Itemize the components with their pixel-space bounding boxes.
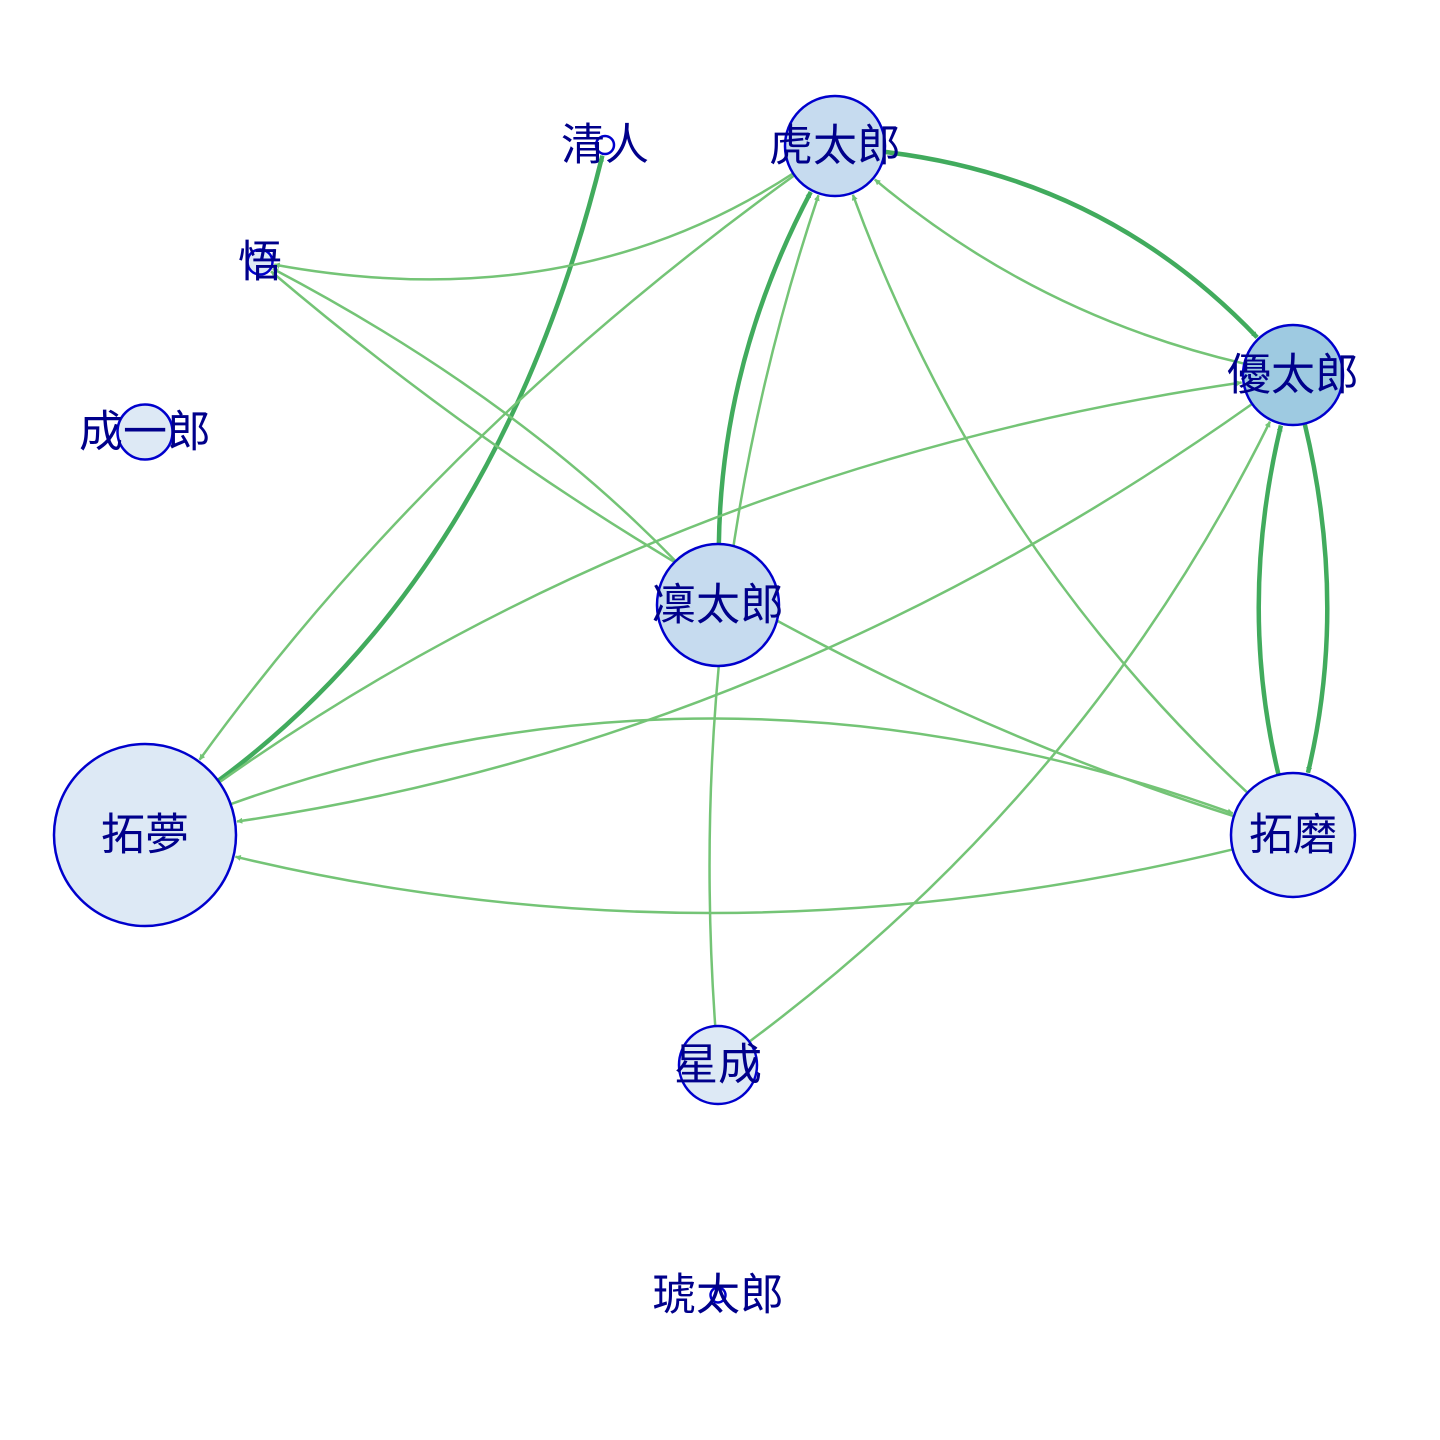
node-seiichiro: 成一郎 [79,403,211,461]
edge-takumu-to-kiyoto [216,155,605,783]
node-kotaro2: 琥太郎 [652,1270,784,1321]
node-kotaro: 虎太郎 [769,94,901,198]
node-label-kotaro2: 琥太郎 [652,1270,784,1321]
node-takuma: 拓磨 [1229,771,1357,899]
node-label-hoshinari: 星成 [674,1040,762,1091]
edge-hoshinari-to-yutaro [748,421,1272,1043]
node-rintaro: 凜太郎 [652,542,784,668]
node-circle-satoru [246,248,274,276]
edge-layer [198,149,1330,1043]
node-label-rintaro: 凜太郎 [652,580,784,631]
edge-kotaro-to-yutaro [884,149,1259,339]
node-circle-kiyoto [594,134,616,156]
edge-rintaro-to-satoru [272,267,677,563]
node-label-yutaro: 優太郎 [1227,350,1359,401]
node-yutaro: 優太郎 [1227,323,1359,427]
node-circle-kotaro [783,94,887,198]
edge-takuma-to-takumu [234,848,1234,915]
edge-kotaro-to-takumu [198,174,796,761]
edge-rintaro-to-kotaro [716,190,813,545]
node-circle-hoshinari [677,1024,759,1106]
edge-yutaro-to-takumu [236,402,1253,824]
edge-yutaro-to-takuma [1302,423,1330,774]
node-circle-yutaro [1241,323,1345,427]
edge-takuma-to-yutaro [1256,424,1284,776]
node-label-satoru: 悟 [238,237,282,288]
edge-takuma-to-satoru [270,270,1235,818]
node-label-seiichiro: 成一郎 [79,407,211,458]
node-circle-kotaro2 [709,1286,727,1304]
node-circle-takumu [52,742,238,928]
edge-takuma-to-kotaro [851,194,1249,794]
node-kiyoto: 清人 [561,120,649,171]
node-takumu: 拓夢 [52,742,238,928]
node-circle-seiichiro [116,403,174,461]
node-label-kotaro: 虎太郎 [769,121,901,172]
node-label-takuma: 拓磨 [1249,810,1337,861]
edge-kotaro-to-satoru [273,172,794,281]
node-circle-rintaro [655,542,781,668]
node-satoru: 悟 [238,237,282,288]
edge-yutaro-to-kotaro [873,178,1245,365]
edge-takumu-to-yutaro [218,380,1243,784]
node-hoshinari: 星成 [674,1024,762,1106]
node-label-kiyoto: 清人 [561,120,649,171]
node-label-takumu: 拓夢 [101,810,189,861]
node-circle-takuma [1229,771,1357,899]
edge-takumu-to-takuma [230,717,1234,815]
